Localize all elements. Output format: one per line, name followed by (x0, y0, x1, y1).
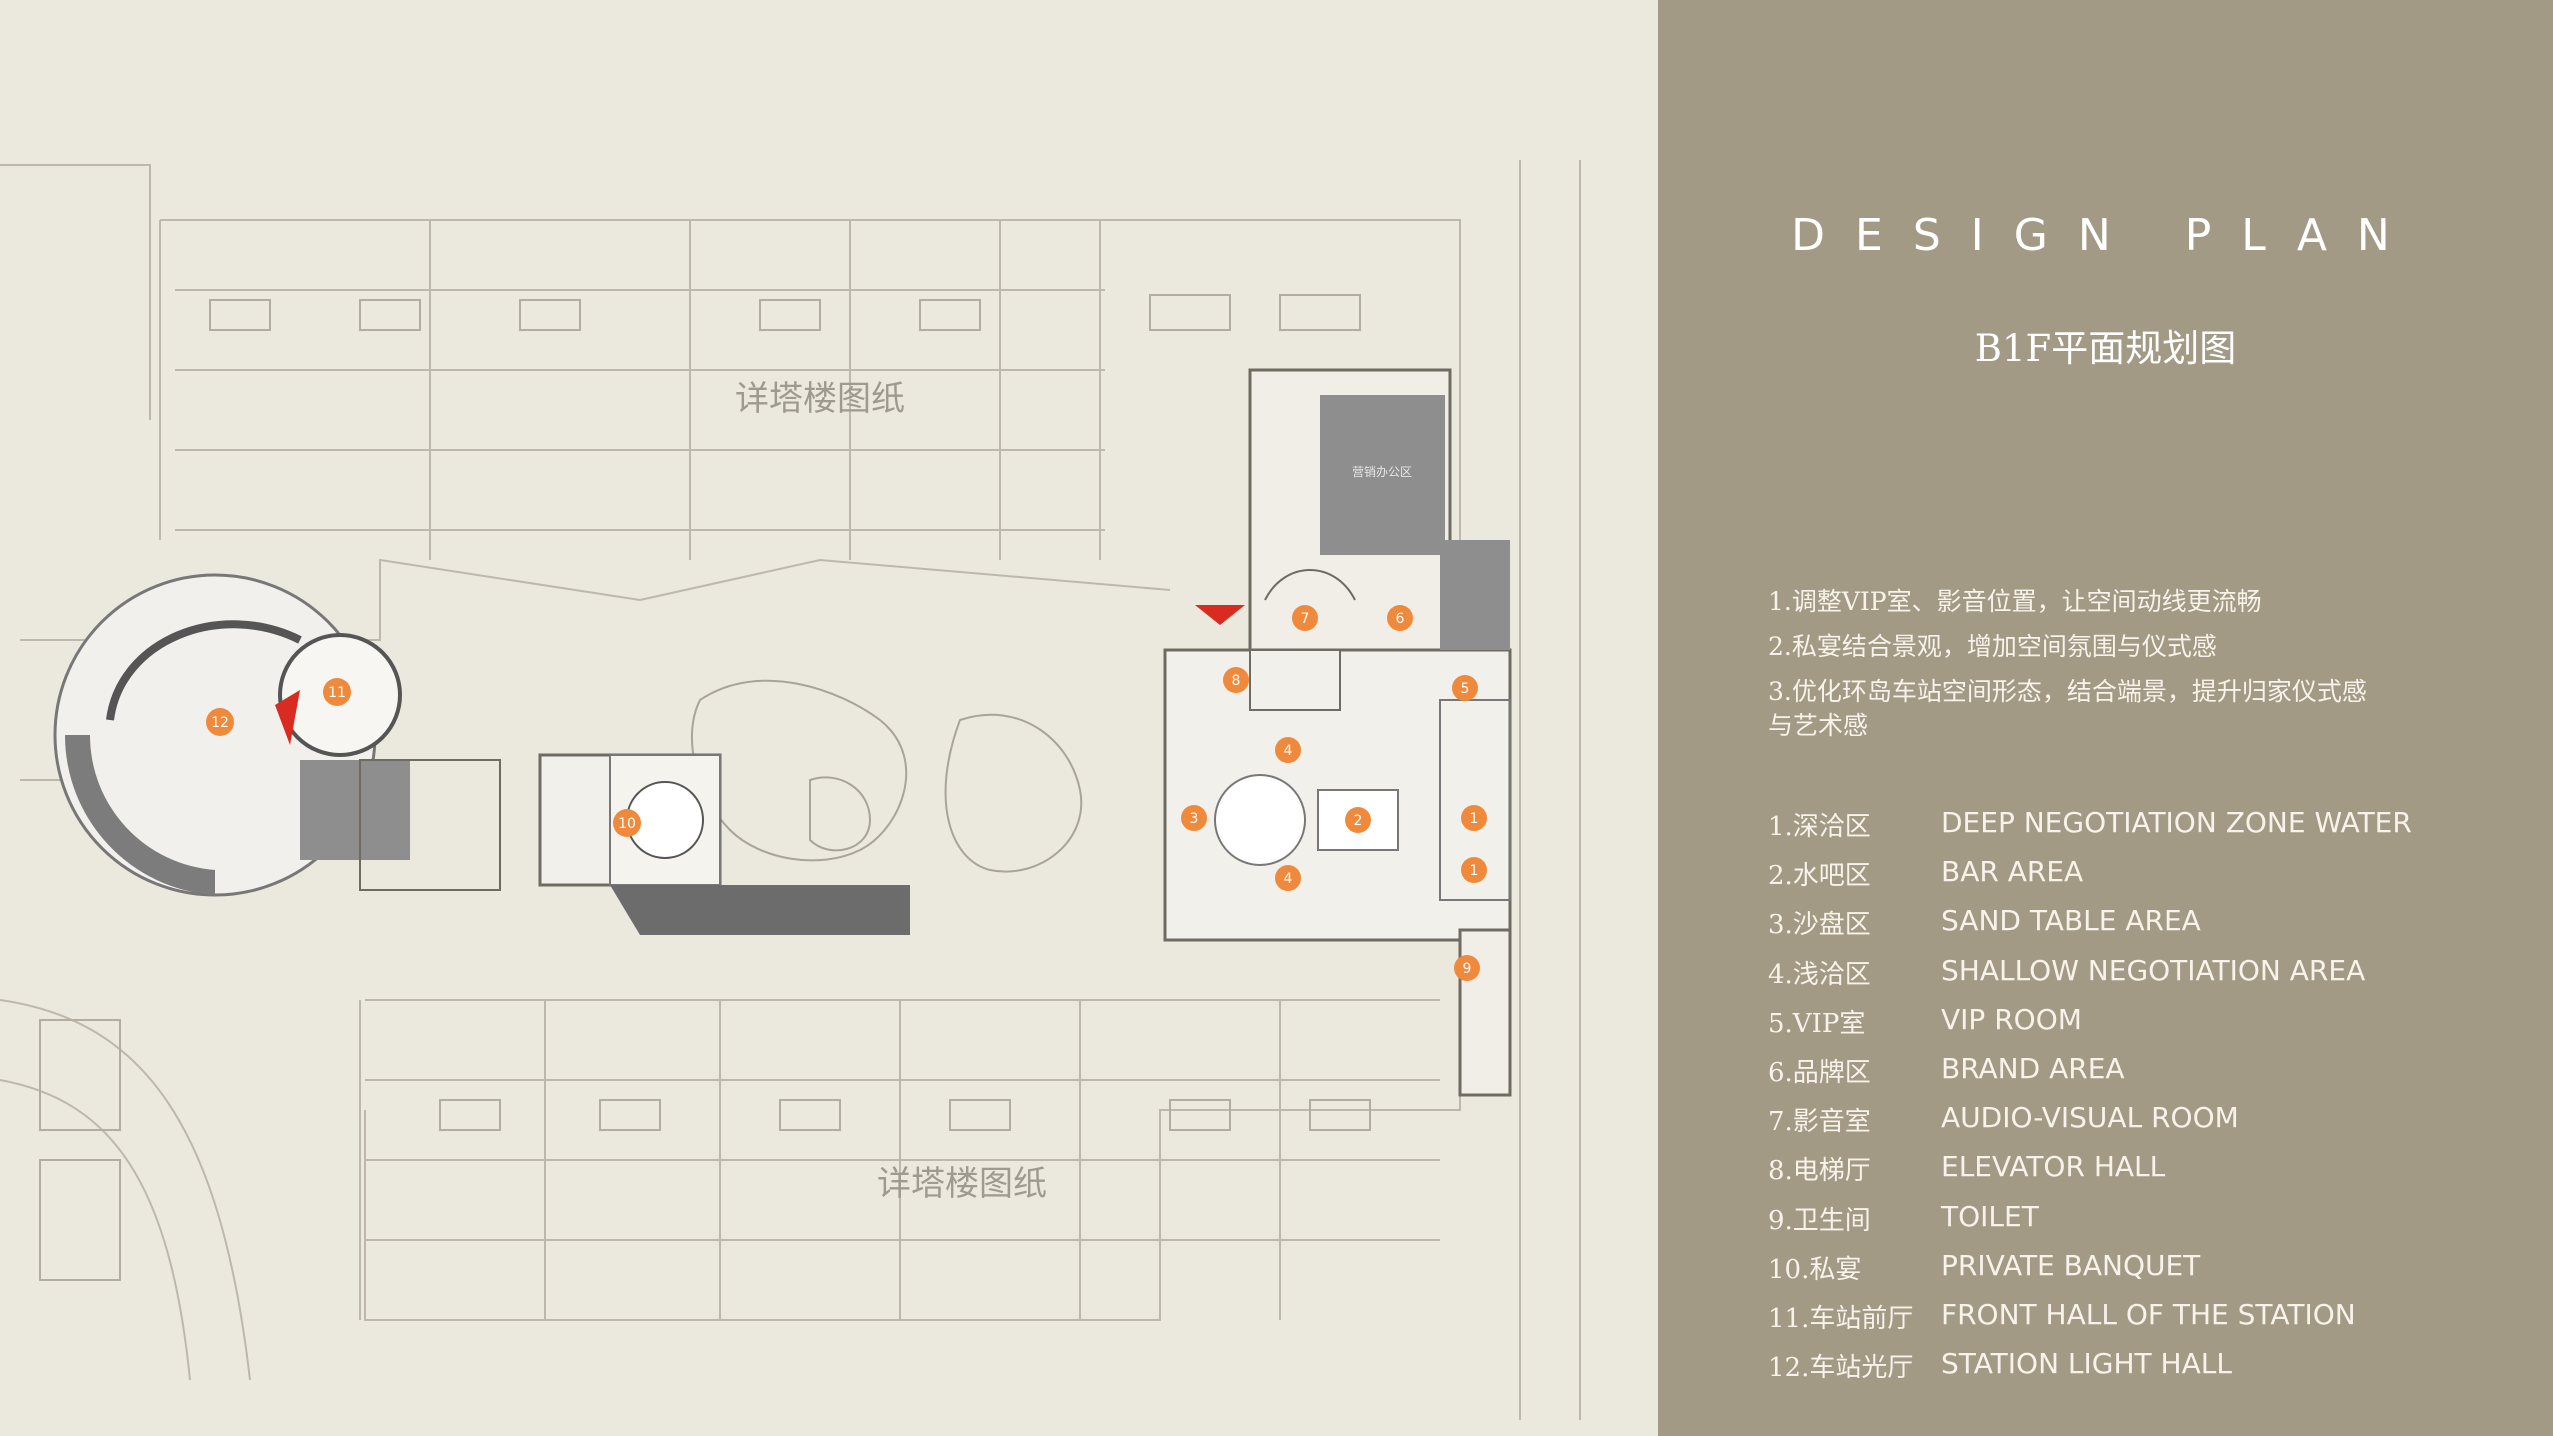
plan-marker-label: 8 (1232, 673, 1241, 689)
legend-row: 6.品牌区 BRAND AREA (1768, 1052, 2528, 1101)
legend-cn: 7.影音室 (1768, 1107, 1871, 1138)
legend-en: DEEP NEGOTIATION ZONE WATER (1941, 806, 2412, 839)
legend-cn: 4.浅洽区 (1768, 959, 1871, 990)
legend-en: SHALLOW NEGOTIATION AREA (1941, 953, 2366, 987)
legend-cn: 12.车站光厅 (1768, 1353, 1914, 1384)
legend-row: 10.私宴 PRIVATE BANQUET (1768, 1249, 2528, 1298)
station-rotunda (53, 573, 501, 897)
panel-title: DESIGN PLAN (1791, 210, 2420, 261)
plan-marker-label: 11 (328, 685, 346, 701)
design-note: 3.优化环岛车站空间形态，结合端景，提升归家仪式感与艺术感 (1768, 677, 2367, 740)
legend-row: 5.VIP室 VIP ROOM (1768, 1003, 2528, 1052)
legend-en: FRONT HALL OF THE STATION (1941, 1297, 2356, 1331)
legend-en: STATION LIGHT HALL (1941, 1347, 2232, 1381)
plan-marker-label: 9 (1463, 961, 1472, 977)
legend-row: 9.卫生间 TOILET (1768, 1200, 2528, 1249)
design-note: 1.调整VIP室、影音位置，让空间动线更流畅 (1768, 587, 2262, 616)
legend-en: VIP ROOM (1941, 1002, 2082, 1036)
legend-cn: 5.VIP室 (1768, 1008, 1866, 1039)
legend-row: 1.深洽区 DEEP NEGOTIATION ZONE WATER (1768, 806, 2528, 855)
plan-marker-label: 6 (1396, 611, 1405, 627)
plan-marker-label: 12 (211, 715, 229, 731)
legend-en: TOILET (1941, 1199, 2039, 1233)
plan-marker-label: 2 (1354, 813, 1363, 829)
office-area-label: 营销办公区 (1352, 464, 1412, 479)
legend-en: ELEVATOR HALL (1941, 1150, 2166, 1184)
watermark-bottom: 详塔楼图纸 (877, 1164, 1047, 1204)
legend-row: 11.车站前厅 FRONT HALL OF THE STATION (1768, 1298, 2528, 1347)
plan-marker-label: 10 (618, 816, 636, 832)
area-legend: 1.深洽区 DEEP NEGOTIATION ZONE WATER 2.水吧区 BA… (1768, 806, 2528, 1396)
plan-marker-label: 7 (1301, 611, 1310, 627)
legend-en: PRIVATE BANQUET (1941, 1248, 2201, 1282)
legend-cn: 8.电梯厅 (1768, 1156, 1871, 1187)
plan-markers (206, 605, 1487, 981)
legend-en: BRAND AREA (1941, 1051, 2125, 1085)
legend-cn: 10.私宴 (1768, 1254, 1862, 1285)
legend-en: SAND TABLE AREA (1941, 904, 2201, 938)
private-banquet-room (538, 753, 910, 935)
legend-row: 3.沙盘区 SAND TABLE AREA (1768, 904, 2528, 953)
legend-panel: DESIGN PLAN B1F平面规划图 1.调整VIP室、影音位置，让空间动线… (1658, 0, 2553, 1436)
legend-cn: 1.深洽区 (1768, 812, 1871, 842)
legend-cn: 9.卫生间 (1768, 1205, 1871, 1236)
panel-subtitle: B1F平面规划图 (1974, 327, 2237, 370)
legend-en: AUDIO-VISUAL ROOM (1941, 1101, 2239, 1135)
legend-row: 2.水吧区 BAR AREA (1768, 855, 2528, 904)
plan-marker-label: 3 (1190, 811, 1199, 827)
legend-cn: 3.沙盘区 (1768, 910, 1871, 941)
design-note: 2.私宴结合景观，增加空间氛围与仪式感 (1768, 632, 2217, 661)
legend-cn: 11.车站前厅 (1768, 1303, 1914, 1334)
legend-cn: 6.品牌区 (1768, 1057, 1871, 1088)
legend-row: 8.电梯厅 ELEVATOR HALL (1768, 1150, 2528, 1199)
plan-marker-label: 1 (1470, 863, 1479, 879)
legend-en: BAR AREA (1941, 855, 2084, 889)
plan-marker-label: 4 (1284, 743, 1293, 759)
legend-row: 4.浅洽区 SHALLOW NEGOTIATION AREA (1768, 954, 2528, 1003)
legend-row: 7.影音室 AUDIO-VISUAL ROOM (1768, 1101, 2528, 1150)
legend-cn: 2.水吧区 (1768, 861, 1871, 892)
plan-marker-label: 5 (1461, 681, 1470, 697)
watermark-top: 详塔楼图纸 (735, 379, 905, 419)
plan-marker-label: 1 (1470, 811, 1479, 827)
main-hall (1163, 368, 1512, 1097)
legend-row: 12.车站光厅 STATION LIGHT HALL (1768, 1347, 2528, 1396)
plan-marker-label: 4 (1284, 871, 1293, 887)
design-notes: 1.调整VIP室、影音位置，让空间动线更流畅 2.私宴结合景观，增加空间氛围与仪… (1768, 585, 2388, 754)
